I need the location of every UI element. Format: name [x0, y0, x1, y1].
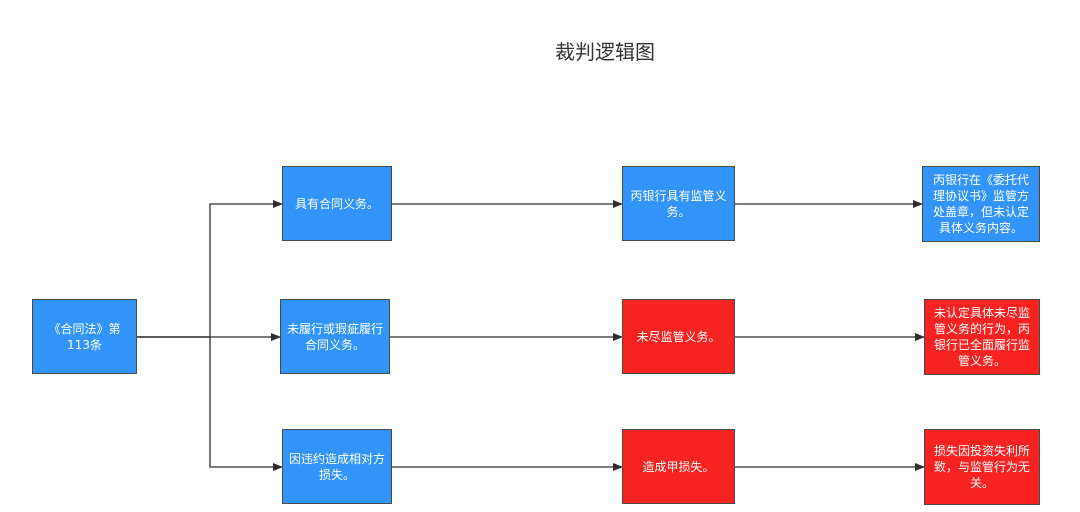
edge-root-to-row3 [137, 336, 283, 471]
node-row3-loss-caused: 造成甲损失。 [622, 429, 735, 504]
node-row1-bank-duty: 丙银行具有监管义务。 [622, 166, 735, 241]
node-row1-conclusion: 丙银行在《委托代理协议书》监管方处盖章，但未认定具体义务内容。 [922, 166, 1040, 242]
node-row2-breach: 未履行或瑕疵履行合同义务。 [280, 299, 390, 374]
node-row3-conclusion: 损失因投资失利所致，与监管行为无关。 [924, 429, 1040, 505]
node-root: 《合同法》第113条 [32, 299, 137, 374]
node-row2-duty-failure: 未尽监管义务。 [622, 299, 735, 374]
node-row3-loss: 因违约造成相对方损失。 [282, 429, 392, 504]
node-row1-obligation: 具有合同义务。 [282, 166, 392, 241]
diagram-title: 裁判逻辑图 [555, 40, 655, 64]
edge-root-to-row1 [137, 200, 283, 338]
node-row2-conclusion: 未认定具体未尽监管义务的行为，丙银行已全面履行监管义务。 [924, 299, 1040, 375]
